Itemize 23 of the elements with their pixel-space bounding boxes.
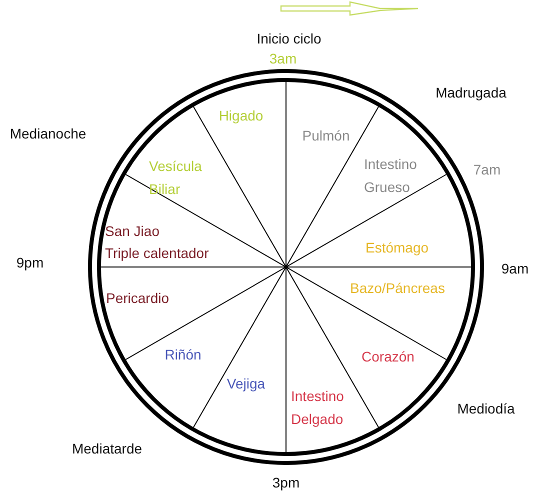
organ-label: Intestino Delgado bbox=[291, 387, 345, 429]
time-label: Inicio ciclo bbox=[256, 30, 322, 48]
organ-label: Intestino Grueso bbox=[364, 155, 418, 197]
time-label: 7am bbox=[473, 160, 501, 180]
organ-label: Corazón bbox=[362, 348, 414, 366]
time-label: 3pm bbox=[272, 474, 300, 492]
organ-label: Triple calentador bbox=[105, 244, 209, 263]
organ-label: San Jiao bbox=[105, 222, 160, 241]
time-label: 9pm bbox=[16, 254, 44, 272]
time-label: Mediatarde bbox=[72, 440, 142, 458]
organ-label: Riñón bbox=[164, 346, 202, 364]
organ-label: Vejiga bbox=[226, 374, 266, 394]
organ-label: Pericardio bbox=[106, 289, 170, 308]
organ-label: Higado bbox=[218, 106, 264, 126]
time-label: Mediodía bbox=[457, 400, 515, 418]
time-label: 9am bbox=[501, 260, 529, 278]
organ-label: Estómago bbox=[365, 238, 429, 258]
time-label: Medianoche bbox=[10, 124, 86, 144]
organ-label: Pulmón bbox=[302, 126, 350, 146]
time-label: Madrugada bbox=[436, 84, 506, 102]
organ-label: Bazo/Páncreas bbox=[350, 279, 445, 298]
organ-label: Vesícula Biliar bbox=[149, 157, 203, 199]
time-label: 3am bbox=[269, 50, 297, 68]
